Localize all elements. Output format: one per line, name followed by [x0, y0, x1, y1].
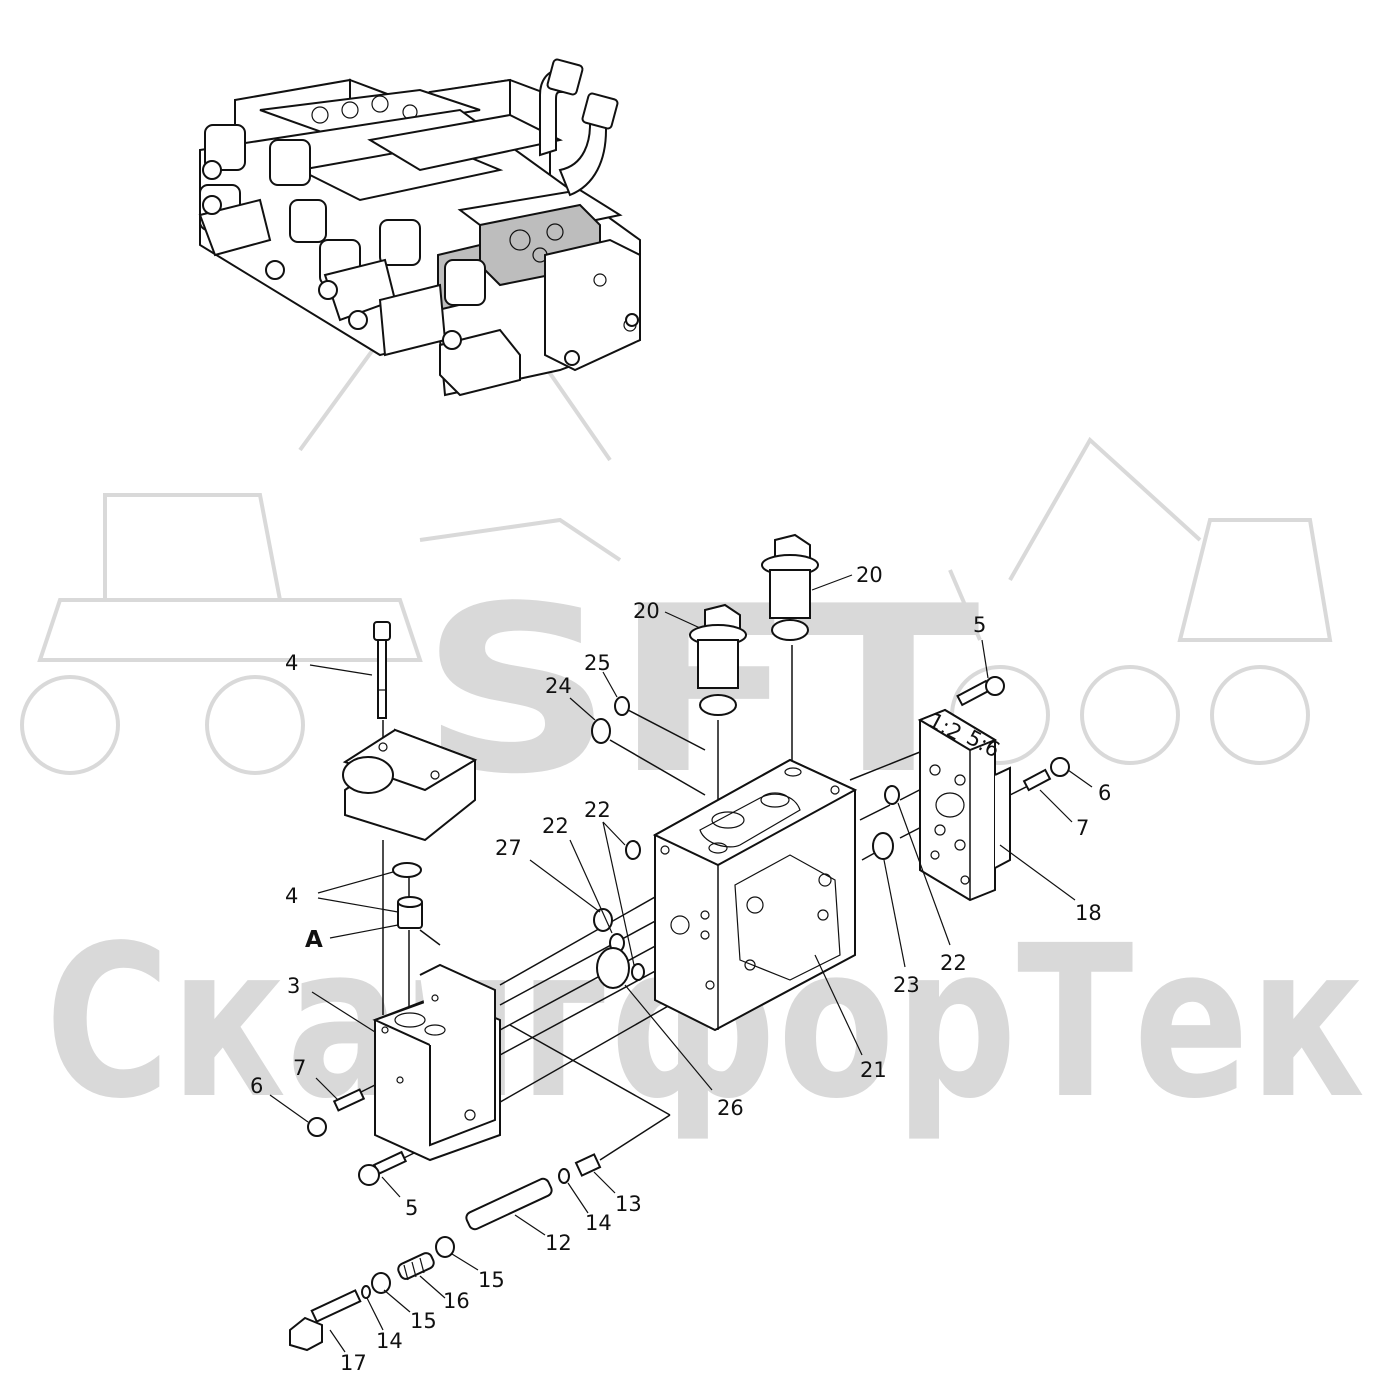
callout-22-b: 22	[584, 798, 611, 822]
callout-7-right: 7	[1076, 816, 1089, 840]
callout-15-lower: 15	[410, 1309, 437, 1333]
callout-17: 17	[340, 1351, 367, 1375]
part-4-o-ring	[392, 862, 422, 878]
watermark: SFT СкангфорТек	[20, 327, 1365, 1145]
part-13-plug	[574, 1153, 602, 1177]
part-17-end-bolt	[310, 1289, 362, 1323]
part-15-upper-washer	[435, 1236, 455, 1258]
callout-labels: 4 4 A 3 7 6 5 13 14 12 15 16 15 14 17 20…	[250, 563, 1111, 1375]
part-21-valve-block	[652, 758, 858, 1032]
part-12-spool	[465, 1177, 553, 1231]
part-26-o-ring	[596, 947, 630, 989]
callout-20-left: 20	[633, 599, 660, 623]
spool-stack	[289, 1153, 602, 1352]
callout-22-a: 22	[542, 814, 569, 838]
part-20-left-plug	[689, 603, 747, 716]
callout-26: 26	[717, 1096, 744, 1120]
callout-5-bottom: 5	[405, 1196, 418, 1220]
part-4-bolt	[373, 621, 391, 719]
part-16-spring	[397, 1252, 435, 1280]
callout-25: 25	[584, 651, 611, 675]
part-27-o-ring	[593, 908, 613, 932]
callout-22-right: 22	[940, 951, 967, 975]
part-25-o-ring	[614, 696, 630, 716]
part-5-bottom-bolt	[358, 1150, 408, 1186]
callout-14-lower: 14	[376, 1329, 403, 1353]
callout-21: 21	[860, 1058, 887, 1082]
part-22-o-ring-low	[631, 963, 645, 981]
callout-3: 3	[287, 974, 300, 998]
callout-23: 23	[893, 973, 920, 997]
watermark-logo: SFT	[420, 558, 980, 825]
leader-lines	[269, 574, 1093, 1353]
part-15-lower-washer	[371, 1272, 391, 1294]
callout-16: 16	[443, 1289, 470, 1313]
solenoid-coil	[342, 728, 478, 842]
callout-6-left: 6	[250, 1074, 263, 1098]
part-6-7-right-screw-nut	[1022, 757, 1070, 792]
part-20-right-plug	[761, 533, 819, 641]
callout-13: 13	[615, 1192, 642, 1216]
callout-7-left: 7	[293, 1056, 306, 1080]
callout-15-upper: 15	[478, 1268, 505, 1292]
part-6-7-left-screw-nut	[307, 1088, 366, 1137]
callout-4-o-ring: 4	[285, 884, 298, 908]
part-18-end-plate: 1:2 5:6	[917, 708, 1011, 902]
part-14-upper-ring	[558, 1168, 570, 1184]
callout-14-upper: 14	[585, 1211, 612, 1235]
part-24-o-ring	[591, 718, 611, 744]
part-23-o-ring	[872, 832, 894, 860]
callout-6-right: 6	[1098, 781, 1111, 805]
part-22-o-ring-top	[625, 840, 641, 860]
callout-12: 12	[545, 1231, 572, 1255]
part-a-cartridge	[397, 896, 423, 929]
part-5-right-bolt	[956, 676, 1005, 707]
part-22-right-o-ring	[884, 785, 900, 805]
watermark-excavator-right-icon	[948, 436, 1333, 765]
overview-valve-assembly	[198, 58, 641, 397]
callout-5-right: 5	[973, 613, 986, 637]
callout-20-right: 20	[856, 563, 883, 587]
part-3-valve-housing	[372, 963, 501, 1162]
callout-4-bolt: 4	[285, 651, 298, 675]
callout-27: 27	[495, 836, 522, 860]
callout-24: 24	[545, 674, 572, 698]
callout-a: A	[305, 927, 323, 953]
part-14-lower-ring	[361, 1285, 371, 1299]
callout-18: 18	[1075, 901, 1102, 925]
